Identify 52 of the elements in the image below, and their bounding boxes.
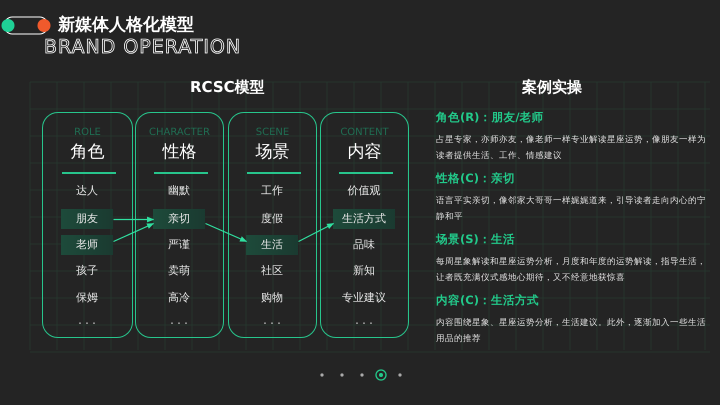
- column-heading: 场景: [254, 141, 290, 163]
- column-card: [42, 112, 133, 338]
- arrow: [114, 216, 154, 222]
- list-item: 保姆: [61, 288, 113, 308]
- subtitle: BRAND OPERATION: [44, 36, 242, 58]
- column-card: [228, 112, 317, 338]
- section-heading: RCSC模型: [190, 78, 265, 97]
- list-item: 严谨: [153, 235, 205, 255]
- highlighted-item: 亲切: [153, 209, 205, 229]
- list-item: 孩子: [61, 261, 113, 281]
- case-text: 语言平实亲切，像邻家大哥哥一样娓娓道来，引导读者走向内心的宁静和平: [436, 194, 707, 224]
- column-heading: 内容: [346, 141, 382, 163]
- case-text: 内容围绕星象、星座运势分析，生活建议。此外，逐渐加入一些生活用品的推荐: [436, 316, 707, 346]
- column-card: [320, 112, 409, 338]
- highlighted-item: 朋友: [61, 209, 113, 229]
- highlighted-item: 生活方式: [333, 209, 395, 229]
- list-item: · · ·: [333, 314, 395, 334]
- list-item: 新知: [333, 261, 395, 281]
- list-item: · · ·: [246, 314, 298, 334]
- list-item: 高冷: [153, 288, 205, 308]
- column-card: [135, 112, 224, 338]
- case-heading: 性格(C)：亲切: [436, 171, 515, 186]
- slide-title: 新媒体人格化模型: [58, 14, 194, 36]
- list-item: 购物: [246, 288, 298, 308]
- list-item: · · ·: [61, 314, 113, 334]
- column-heading: 角色: [70, 141, 106, 163]
- section-heading: 案例实操: [522, 78, 582, 97]
- list-item: 社区: [246, 261, 298, 281]
- case-text: 每周星象解读和星座运势分析，月度和年度的运势解读，指导生活，让者既充满仪式感地心期待，又不经意地获惊喜: [436, 256, 707, 285]
- column-watermark: CONTENT: [339, 127, 390, 138]
- case-text: 占星专家，亦师亦友，像老师一样专业解读星座运势，像朋友一样为读者提供生活、工作、情感建议: [436, 134, 707, 163]
- case-heading: 角色(R)：朋友/老师: [436, 110, 544, 125]
- column-watermark: ROLE: [73, 127, 102, 138]
- case-heading: 场景(S)：生活: [436, 232, 515, 247]
- list-item: 度假: [246, 209, 298, 229]
- list-item: · · ·: [153, 314, 205, 334]
- list-item: 专业建议: [333, 288, 395, 308]
- list-item: 幽默: [153, 181, 205, 201]
- list-item: 达人: [61, 181, 113, 201]
- case-heading: 内容(C)：生活方式: [436, 293, 539, 308]
- list-item: 工作: [246, 181, 298, 201]
- column-watermark: SCENE: [254, 127, 290, 138]
- list-item: 卖萌: [153, 261, 205, 281]
- highlighted-item: 老师: [61, 235, 113, 255]
- arrow: [205, 222, 248, 242]
- list-item: 品味: [333, 235, 395, 255]
- column-watermark: CHARACTER: [148, 127, 211, 138]
- highlighted-item: 生活: [246, 235, 298, 255]
- arrow: [298, 222, 334, 242]
- arrow: [113, 222, 154, 242]
- column-heading: 性格: [161, 141, 198, 163]
- list-item: 价值观: [333, 181, 395, 201]
